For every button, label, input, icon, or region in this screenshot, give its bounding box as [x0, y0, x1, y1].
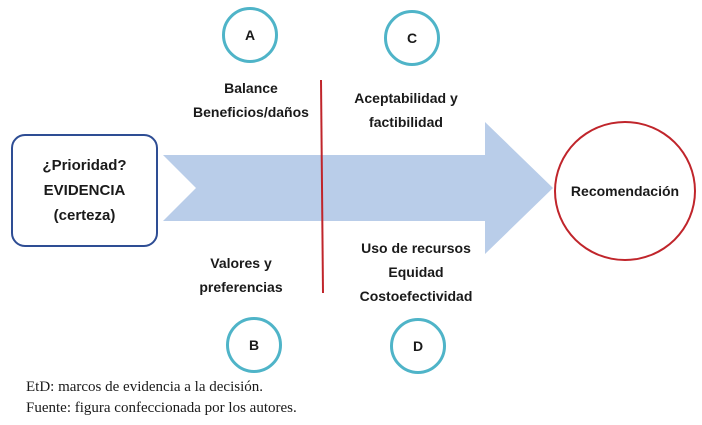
evidence-box: ¿Prioridad? EVIDENCIA (certeza) [11, 134, 158, 247]
evidence-line-1: ¿Prioridad? [42, 157, 127, 174]
circle-b: B [226, 317, 282, 373]
caption-line-2: Fuente: figura confeccionada por los aut… [26, 400, 297, 416]
circle-b-letter: B [248, 337, 260, 353]
label-b-line-1: Valores y [210, 255, 272, 271]
circle-a: A [222, 7, 278, 63]
label-c: Aceptabilidad y factibilidad [331, 86, 481, 134]
label-d: Uso de recursos Equidad Costoefectividad [336, 236, 496, 308]
circle-d: D [390, 318, 446, 374]
circle-a-letter: A [244, 27, 256, 43]
circle-d-letter: D [412, 338, 424, 354]
label-b: Valores y preferencias [166, 251, 316, 299]
label-d-line-1: Uso de recursos [361, 240, 471, 256]
caption-line-1: EtD: marcos de evidencia a la decisión. [26, 379, 263, 395]
evidence-line-2: EVIDENCIA [43, 182, 126, 199]
label-b-line-2: preferencias [199, 279, 283, 295]
recommendation-circle: Recomendación [554, 121, 696, 261]
label-a-line-2: Beneficios/daños [193, 104, 309, 120]
label-a: Balance Beneficios/daños [176, 76, 326, 124]
recommendation-label: Recomendación [570, 183, 680, 199]
label-c-line-1: Aceptabilidad y [354, 90, 458, 106]
label-d-line-3: Costoefectividad [359, 288, 473, 304]
label-c-line-2: factibilidad [369, 114, 443, 130]
circle-c-letter: C [406, 30, 418, 46]
divider-line [320, 79, 324, 294]
evidence-line-3: (certeza) [53, 207, 116, 224]
circle-c: C [384, 10, 440, 66]
label-d-line-2: Equidad [388, 264, 444, 280]
process-arrow [163, 122, 553, 254]
label-a-line-1: Balance [224, 80, 278, 96]
